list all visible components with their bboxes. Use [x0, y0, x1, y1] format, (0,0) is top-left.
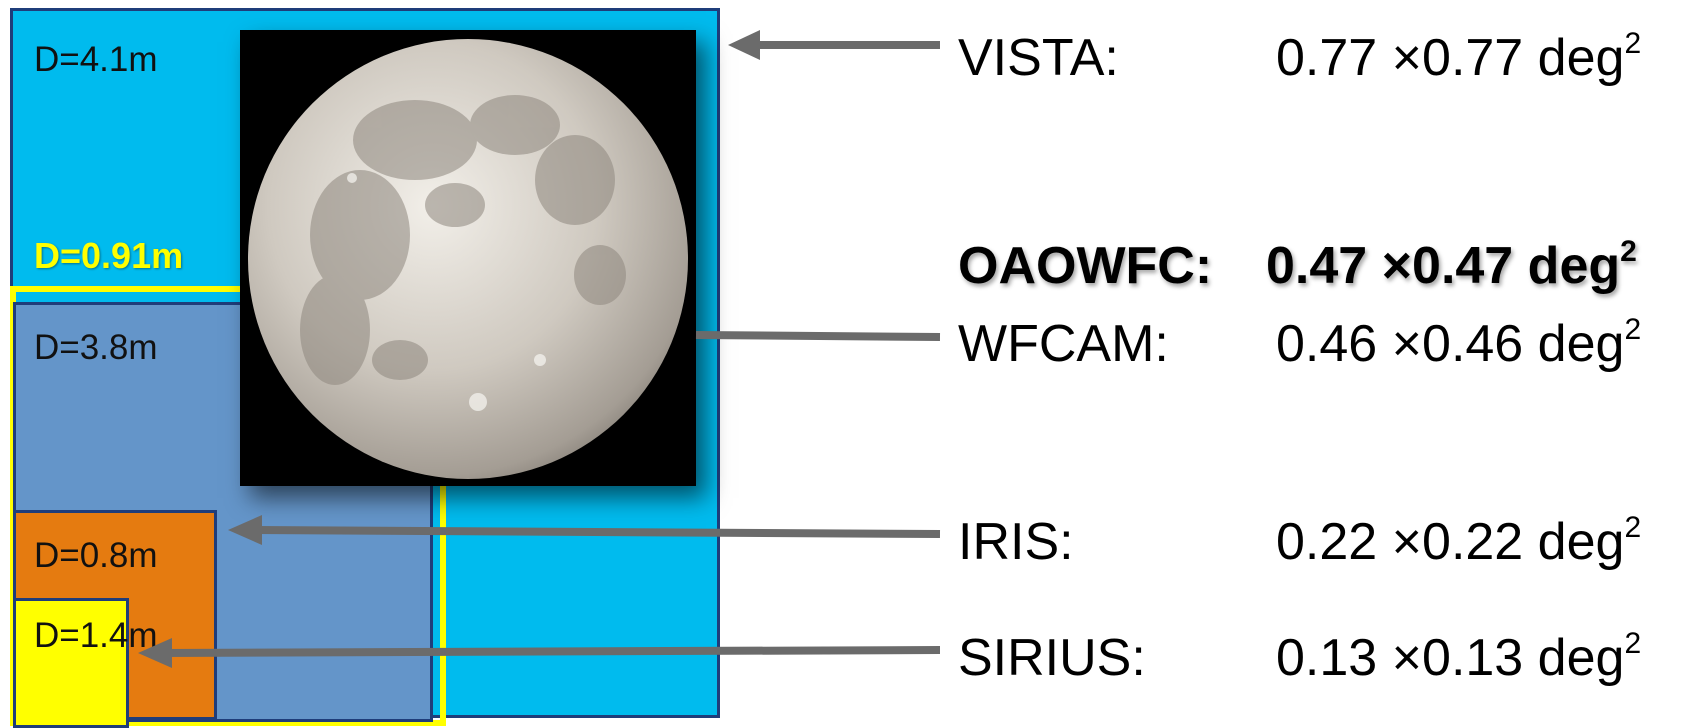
oaowfc-fov-exponent: 2: [1620, 235, 1637, 268]
vista-arrowhead: [728, 30, 760, 60]
vista-fov-exponent: 2: [1624, 27, 1642, 60]
iris-name: IRIS:: [958, 513, 1074, 571]
wfcam-diameter-label: D=3.8m: [34, 328, 158, 367]
sirius-arrow: [164, 646, 941, 657]
sirius-entry: SIRIUS: 0.13 ×0.13 deg2: [958, 629, 1641, 687]
wfcam-entry: WFCAM: 0.46 ×0.46 deg2: [958, 315, 1641, 373]
iris-fov: 0.22 ×0.22 deg: [1276, 513, 1625, 571]
vista-name: VISTA:: [958, 29, 1119, 87]
sirius-fov-exponent: 2: [1624, 627, 1642, 660]
wfcam-name: WFCAM:: [958, 315, 1169, 373]
wfcam-fov: 0.46 ×0.46 deg: [1276, 315, 1625, 373]
sirius-fov: 0.13 ×0.13 deg: [1276, 629, 1625, 687]
vista-diameter-label: D=4.1m: [34, 40, 158, 79]
sirius-arrowhead: [138, 638, 172, 668]
wfcam-arrow: [695, 331, 941, 341]
iris-arrow: [254, 526, 941, 538]
oaowfc-entry: OAOWFC: 0.47 ×0.47 deg2: [958, 237, 1637, 295]
sirius-diameter-label: D=1.4m: [34, 616, 158, 655]
iris-entry: IRIS: 0.22 ×0.22 deg2: [958, 513, 1641, 571]
vista-fov: 0.77 ×0.77 deg: [1276, 29, 1625, 87]
pointer-arrows: [138, 30, 941, 668]
iris-fov-exponent: 2: [1624, 511, 1642, 544]
iris-arrowhead: [228, 515, 262, 545]
oaowfc-name: OAOWFC:: [958, 237, 1213, 295]
vista-entry: VISTA: 0.77 ×0.77 deg2: [958, 29, 1641, 87]
iris-diameter-label: D=0.8m: [34, 536, 158, 575]
oaowfc-diameter-label: D=0.91m: [34, 235, 184, 276]
oaowfc-fov: 0.47 ×0.47 deg: [1266, 237, 1621, 295]
wfcam-fov-exponent: 2: [1624, 313, 1642, 346]
full-moon-image: [240, 30, 696, 486]
sirius-name: SIRIUS:: [958, 629, 1146, 687]
